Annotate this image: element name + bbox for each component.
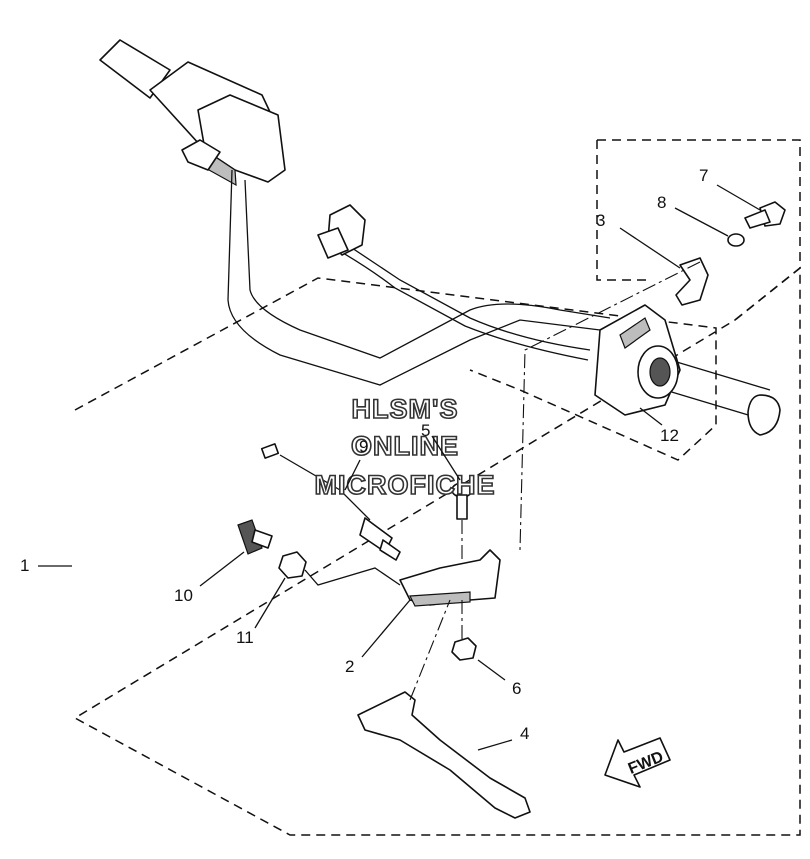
connector-plug [317,227,349,259]
watermark-line-3: MICROFICHE [315,470,496,500]
clamp-3-drawing [675,257,709,306]
left-grip-drawing [99,39,286,187]
callout-6: 6 [512,679,521,698]
watermark: HLSM'S ONLINE MICROFICHE [314,393,496,501]
watermark-line-2: ONLINE [351,431,459,461]
callout-4: 4 [520,724,529,743]
callout-5: 5 [421,421,430,440]
lever-holder-2-shade [409,591,471,607]
clamp-3-center-line [519,261,701,551]
nut-6-drawing [451,637,477,661]
callout-8: 8 [657,193,666,212]
watermark-line-1: HLSM'S [352,394,459,424]
leader-lines [38,184,761,751]
lever-pivot-line [409,599,451,701]
adjuster-10-drawing [237,519,273,555]
screw-5-drawing [451,482,473,520]
lever-4-drawing [357,691,531,819]
adjuster-center-line [304,567,401,586]
switch-housing-12-drawing [594,304,681,416]
subassembly-dashed-box [596,139,801,321]
callout-3: 3 [596,211,605,230]
callout-11: 11 [236,628,254,647]
callout-7: 7 [699,166,708,185]
assembly-1-dashed-boundary [73,266,801,836]
switch-cable-9-drawing [260,443,401,561]
washer-8-drawing [727,233,745,247]
right-grip-end-drawing [747,394,781,436]
callout-10: 10 [174,586,193,605]
callout-9: 9 [359,437,368,456]
fwd-arrow: FWD [604,737,671,788]
bolt-7-drawing [744,201,786,229]
nut-11-drawing [278,551,307,579]
handlebar-tube-drawing [227,169,611,386]
callout-12: 12 [660,426,679,445]
wire-harness-drawing [337,239,591,361]
callout-1: 1 [20,556,29,575]
callout-2: 2 [345,657,354,676]
